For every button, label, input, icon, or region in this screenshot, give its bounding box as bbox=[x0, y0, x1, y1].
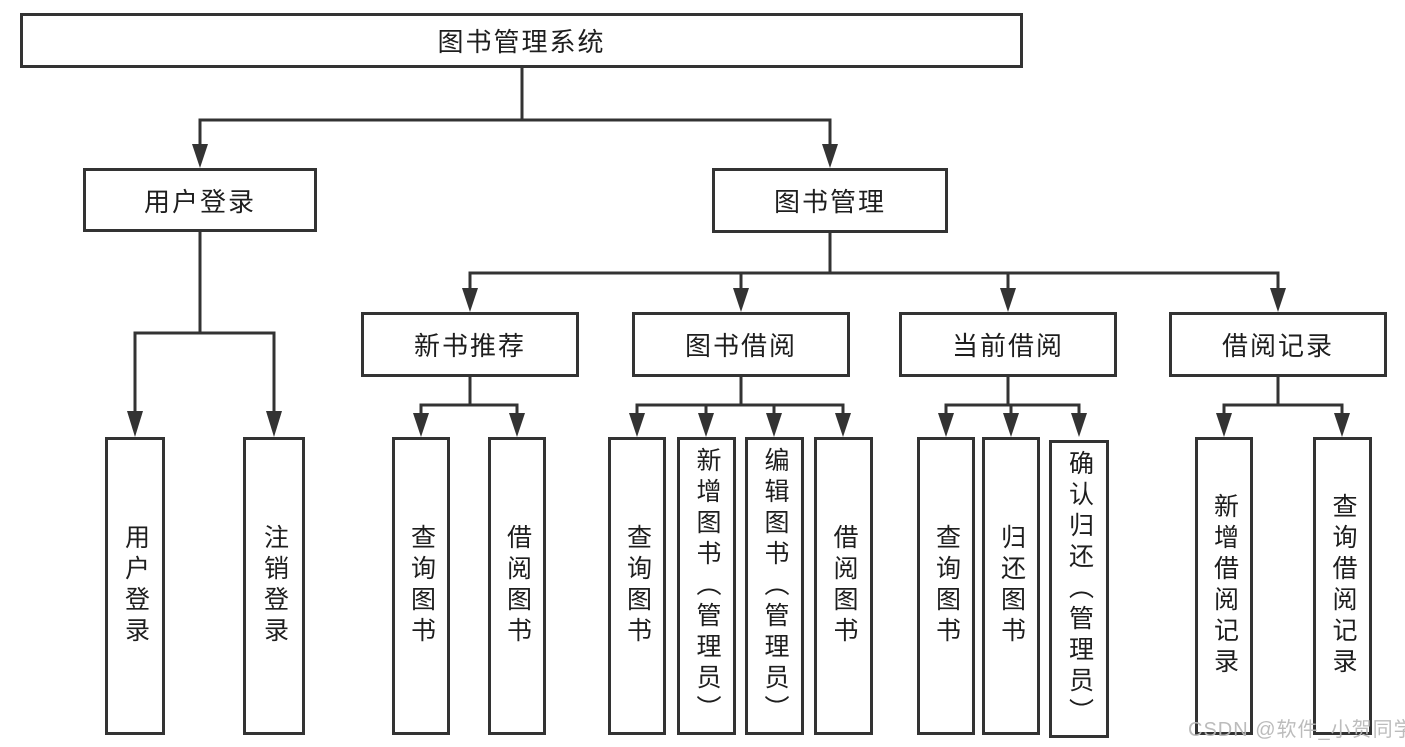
connector-borrowing-records-branch bbox=[1222, 375, 1344, 417]
leaf-return-books-label: 归还图书 bbox=[997, 524, 1026, 648]
arrowhead bbox=[1334, 413, 1350, 437]
arrowhead bbox=[1000, 288, 1016, 312]
node-new-book-recommendation: 新书推荐 bbox=[361, 312, 579, 377]
connector-new-book-branch bbox=[419, 375, 519, 417]
arrowhead bbox=[1216, 413, 1232, 437]
leaf-query-books-label: 查询图书 bbox=[932, 524, 961, 648]
leaf-query-books-current: 查询图书 bbox=[917, 437, 975, 735]
arrowhead bbox=[629, 413, 645, 437]
node-new-book-recommendation-label: 新书推荐 bbox=[413, 331, 526, 361]
leaf-add-book-admin-label: 新增图书（管理员） bbox=[693, 446, 721, 726]
node-user-login-label: 用户登录 bbox=[143, 186, 256, 217]
leaf-confirm-return-admin: 确认归还（管理员） bbox=[1049, 440, 1109, 738]
leaf-confirm-return-admin-label: 确认归还（管理员） bbox=[1065, 449, 1094, 729]
leaf-query-books-label: 查询图书 bbox=[623, 524, 652, 648]
leaf-return-books: 归还图书 bbox=[982, 437, 1040, 735]
arrowhead bbox=[1270, 288, 1286, 312]
arrowhead bbox=[822, 144, 838, 168]
node-current-borrowing-label: 当前借阅 bbox=[951, 331, 1064, 361]
leaf-query-books-recommend: 查询图书 bbox=[392, 437, 450, 735]
arrowhead bbox=[938, 413, 954, 437]
node-user-login: 用户登录 bbox=[83, 168, 317, 232]
leaf-add-borrow-record-label: 新增借阅记录 bbox=[1210, 493, 1239, 679]
csdn-watermark: CSDN @软件_小贺同学 bbox=[1188, 719, 1405, 741]
connector-user-login-branch bbox=[133, 230, 276, 415]
node-library-system-label: 图书管理系统 bbox=[437, 27, 606, 57]
arrowhead bbox=[835, 413, 851, 437]
node-book-borrowing-label: 图书借阅 bbox=[684, 331, 797, 361]
leaf-edit-book-admin: 编辑图书（管理员） bbox=[745, 437, 804, 735]
arrowhead bbox=[733, 288, 749, 312]
node-book-borrowing: 图书借阅 bbox=[632, 312, 850, 377]
connector-book-borrowing-branch bbox=[635, 375, 845, 417]
node-current-borrowing: 当前借阅 bbox=[899, 312, 1117, 377]
arrowhead bbox=[766, 413, 782, 437]
arrowhead bbox=[462, 288, 478, 312]
node-borrowing-records: 借阅记录 bbox=[1169, 312, 1387, 377]
leaf-borrow-books-label: 借阅图书 bbox=[830, 524, 858, 648]
leaf-borrow-books-label: 借阅图书 bbox=[503, 524, 532, 648]
arrowhead bbox=[192, 144, 208, 168]
leaf-user-login-label: 用户登录 bbox=[121, 524, 150, 648]
leaf-query-books-label: 查询图书 bbox=[407, 524, 436, 648]
arrowhead bbox=[698, 413, 714, 437]
connector-current-borrowing-branch bbox=[944, 375, 1081, 417]
arrowhead bbox=[413, 413, 429, 437]
arrowhead bbox=[1071, 413, 1087, 437]
arrowhead bbox=[509, 413, 525, 437]
leaf-borrow-books-borrowing: 借阅图书 bbox=[814, 437, 873, 735]
connector-root-to-level1 bbox=[198, 66, 832, 148]
leaf-borrow-books-recommend: 借阅图书 bbox=[488, 437, 546, 735]
arrowhead bbox=[1003, 413, 1019, 437]
node-borrowing-records-label: 借阅记录 bbox=[1221, 331, 1334, 361]
leaf-logout: 注销登录 bbox=[243, 437, 305, 735]
leaf-query-borrow-record-label: 查询借阅记录 bbox=[1329, 493, 1357, 679]
connector-book-management-branch bbox=[468, 231, 1280, 292]
node-book-management-label: 图书管理 bbox=[773, 187, 886, 217]
leaf-query-borrow-record: 查询借阅记录 bbox=[1313, 437, 1372, 735]
leaf-query-books-borrowing: 查询图书 bbox=[608, 437, 666, 735]
node-library-system: 图书管理系统 bbox=[20, 13, 1023, 68]
node-book-management: 图书管理 bbox=[712, 168, 948, 233]
arrowhead bbox=[266, 411, 282, 437]
leaf-user-login: 用户登录 bbox=[105, 437, 165, 735]
leaf-logout-label: 注销登录 bbox=[260, 524, 289, 648]
leaf-add-book-admin: 新增图书（管理员） bbox=[677, 437, 736, 735]
leaf-edit-book-admin-label: 编辑图书（管理员） bbox=[761, 446, 789, 726]
leaf-add-borrow-record: 新增借阅记录 bbox=[1195, 437, 1253, 735]
arrowhead bbox=[127, 411, 143, 437]
